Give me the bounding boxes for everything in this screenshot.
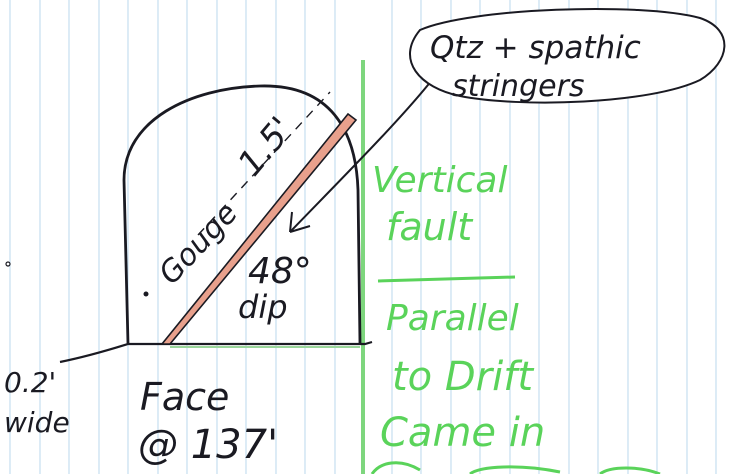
drift-face-outline bbox=[122, 84, 362, 345]
arrow-head-icon bbox=[289, 211, 311, 233]
face-label: Face bbox=[140, 375, 229, 419]
stray-dot bbox=[5, 261, 11, 267]
dip-word-label: dip bbox=[238, 288, 288, 326]
face-chainage-label: @ 137' bbox=[138, 422, 278, 468]
ruled-lines bbox=[9, 0, 717, 474]
vein-width-note-line1: 0.2' bbox=[4, 366, 56, 399]
green-note-line2: fault bbox=[386, 205, 474, 249]
ground-line bbox=[59, 340, 373, 364]
green-note-line1: Vertical bbox=[372, 160, 507, 201]
face-dot bbox=[143, 291, 149, 297]
width-dashed-line bbox=[197, 91, 331, 236]
green-note-cutoff bbox=[370, 461, 661, 474]
vein-band bbox=[160, 112, 358, 345]
green-note-line3: Parallel bbox=[386, 298, 519, 339]
vein-width-note-line2: wide bbox=[4, 406, 70, 439]
callout-bubble bbox=[408, 8, 726, 104]
green-note-line5: Came in bbox=[380, 410, 545, 456]
dip-value-label: 48° bbox=[248, 251, 312, 292]
callout-text-line1: Qtz + spathic bbox=[430, 30, 641, 66]
callout-text-line2: stringers bbox=[452, 69, 585, 104]
green-note-line4: to Drift bbox=[392, 354, 534, 400]
green-divider bbox=[377, 275, 516, 283]
callout-arrow bbox=[289, 79, 433, 233]
